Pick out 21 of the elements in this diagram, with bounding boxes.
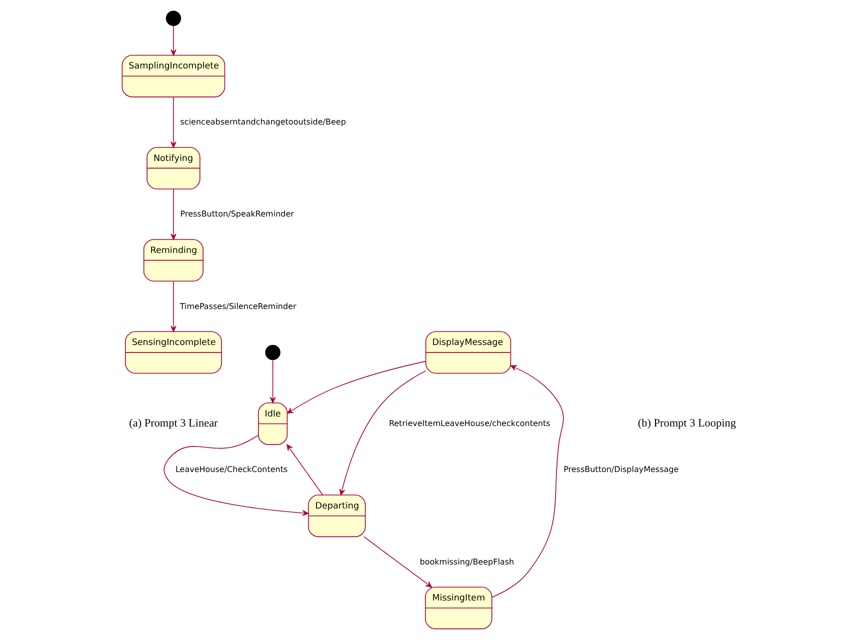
edge-label: PressButton/DisplayMessage [564,465,679,474]
arrow [270,359,276,404]
arrow [170,188,176,240]
arrow [164,434,309,516]
edge-label: bookmissing/BeepFlash [420,557,514,566]
label: (a) Prompt 3 Linear [129,418,218,430]
arrow [287,360,426,414]
edge-label: scienceabserntandchangetooutside/Beep [180,118,346,127]
edge-label: PressButton/SpeakReminder [180,210,294,219]
node-circle [265,344,280,360]
arrow [339,370,426,496]
arrow [170,96,176,148]
arrow [170,280,176,332]
label: (b) Prompt 3 Looping [638,418,736,430]
edge-label: TimePasses/SilenceReminder [180,302,296,311]
node-circle [166,10,182,26]
edge-label: RetrieveItemLeaveHouse/checkcontents [388,419,550,428]
arrow [364,536,432,588]
arrow [286,444,324,496]
edge-label: LeaveHouse/CheckContents [175,465,288,474]
arrow [170,25,176,56]
